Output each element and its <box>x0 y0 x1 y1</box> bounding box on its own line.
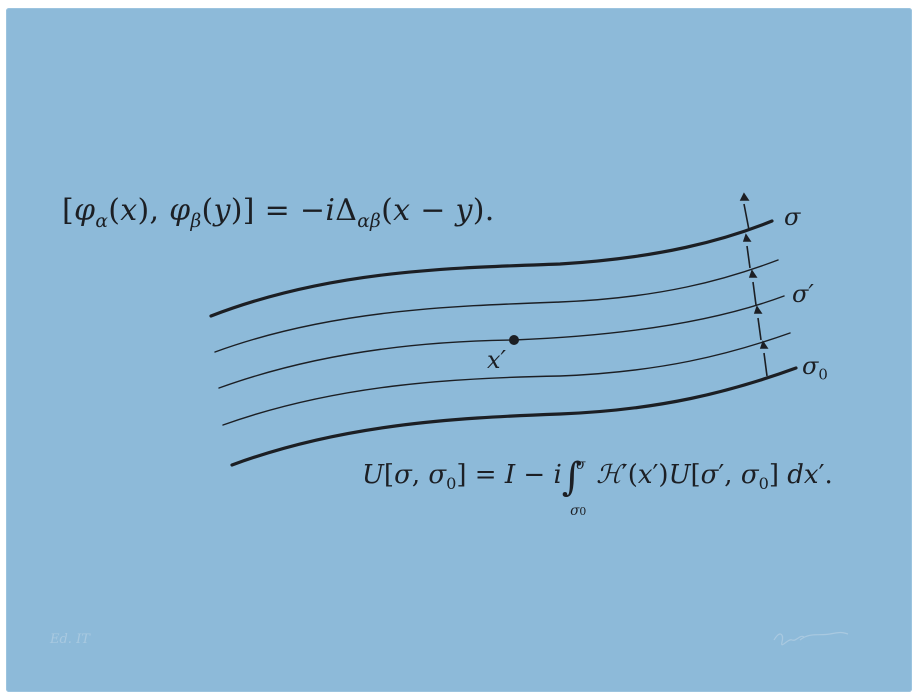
point-x-prime-dot <box>509 335 519 345</box>
normal-arrow-2 <box>742 233 752 269</box>
normal-arrow-4 <box>753 305 763 341</box>
surface-intermediate-2 <box>222 332 791 426</box>
label-sigma-prime: σ′ <box>792 280 814 308</box>
commutator-equation: [φα(x), φβ(y)] = −iΔαβ(x − y). <box>62 193 495 233</box>
surface-intermediate-1 <box>214 259 779 353</box>
edition-mark: Ed. IT <box>50 632 90 647</box>
surface-sigma <box>209 219 774 318</box>
surface-sigma-prime <box>218 295 785 389</box>
normal-arrow-3 <box>748 269 758 306</box>
label-x-prime: x′ <box>487 346 506 374</box>
signature-mark <box>773 631 849 646</box>
label-sigma: σ <box>784 203 801 231</box>
paper-background <box>6 8 912 692</box>
normal-arrow-1 <box>739 192 750 231</box>
surface-sigma-zero <box>230 366 798 467</box>
normal-arrow-5 <box>759 340 769 377</box>
label-sigma-zero: σ0 <box>802 352 828 384</box>
